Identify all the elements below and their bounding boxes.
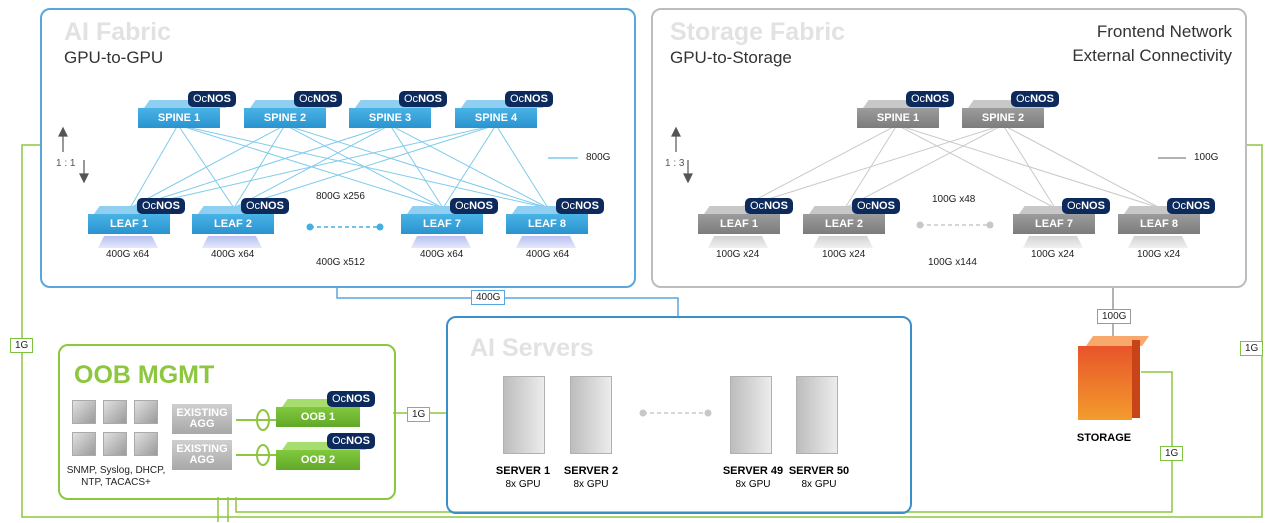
storage-downlink-label: 100G x144 [928,257,977,268]
server-49-gpu: 8x GPU [735,479,771,490]
server-50-icon[interactable] [796,376,838,454]
ocnos-badge: OcNOS [399,91,447,107]
ai-downlink-label: 400G x512 [316,257,365,268]
ai-spine-4[interactable]: SPINE 4 [455,100,549,128]
ai-uplink-label: 800G x256 [316,191,365,202]
ai-leaf-7[interactable]: LEAF 7 [401,206,495,234]
storage-fabric-panel [651,8,1247,288]
storage-fabric-title: Storage Fabric [670,18,846,46]
oob-services-line2: NTP, TACACS+ [81,477,151,488]
storage-leaf-8[interactable]: LEAF 8 [1118,206,1212,234]
ai-fabric-ratio: 1 : 1 [56,158,76,169]
storage-spine-2[interactable]: SPINE 2 [962,100,1056,128]
ocnos-badge: OcNOS [188,91,236,107]
storage-1g-label: 1G [1160,446,1184,461]
ai-spine-1[interactable]: SPINE 1 [138,100,232,128]
ocnos-badge: OcNOS [294,91,342,107]
server-50-name: SERVER 50 [788,465,850,477]
ai-fabric-mesh [129,124,549,209]
storage-fabric-legend: 100G [1194,152,1219,163]
ocnos-badge: OcNOS [450,198,498,214]
ai-leaf-8-cap: 400G x64 [526,249,570,260]
storage-uplink-label: 100G x48 [932,194,976,205]
server-2-icon[interactable] [570,376,612,454]
ai-fabric-panel [40,8,636,288]
left-1g-label: 1G [10,338,34,353]
ai-leaf-2-cap: 400G x64 [211,249,255,260]
ai-spine-2[interactable]: SPINE 2 [244,100,338,128]
service-cube-icon [103,432,127,456]
ocnos-badge: OcNOS [745,198,793,214]
storage-leaf-7-cap: 100G x24 [1031,249,1075,260]
storage-spine-1[interactable]: SPINE 1 [857,100,951,128]
storage-leaf-2[interactable]: LEAF 2 [803,206,897,234]
ocnos-badge: OcNOS [1167,198,1215,214]
service-cube-icon [72,432,96,456]
ai-fabric-subtitle: GPU-to-GPU [64,48,164,67]
storage-label: STORAGE [1076,432,1132,444]
storage-leaf-2-cap: 100G x24 [822,249,866,260]
server-49-name: SERVER 49 [722,465,784,477]
service-cube-icon [134,400,158,424]
external-connectivity-title: External Connectivity [1072,46,1232,65]
service-cube-icon [72,400,96,424]
storage-leaf-8-cap: 100G x24 [1137,249,1181,260]
ocnos-badge: OcNOS [906,91,954,107]
server-49-icon[interactable] [730,376,772,454]
fabric-servers-link-label: 400G [471,290,506,305]
ai-servers-panel [446,316,912,514]
oob-services-line1: SNMP, Syslog, DHCP, [66,465,166,476]
storage-icon[interactable] [1078,336,1150,420]
ocnos-badge: OcNOS [556,198,604,214]
storage-leaf-1[interactable]: LEAF 1 [698,206,792,234]
server-1-icon[interactable] [503,376,545,454]
storage-leaf-1-cap: 100G x24 [716,249,760,260]
ai-leaf-1[interactable]: LEAF 1 [88,206,182,234]
ocnos-badge: OcNOS [852,198,900,214]
service-cube-icon [134,432,158,456]
storage-fabric-ratio: 1 : 3 [665,158,685,169]
storage-fabric-mesh [739,124,1161,209]
ocnos-badge: OcNOS [241,198,289,214]
right-1g-label: 1G [1240,341,1264,356]
ai-spine-3[interactable]: SPINE 3 [349,100,443,128]
ocnos-badge: OcNOS [137,198,185,214]
storage-fabric-subtitle: GPU-to-Storage [670,48,792,67]
oob-mgmt-title: OOB MGMT [74,361,215,389]
ocnos-badge: OcNOS [327,433,375,449]
ocnos-badge: OcNOS [505,91,553,107]
frontend-network-title: Frontend Network [1096,22,1232,41]
ocnos-badge: OcNOS [1062,198,1110,214]
oob-switch-2[interactable]: OOB 2 [276,442,372,470]
oob-servers-1g-label: 1G [407,407,431,422]
ocnos-badge: OcNOS [1011,91,1059,107]
ai-leaf-1-cap: 400G x64 [106,249,150,260]
storage-leaf-7[interactable]: LEAF 7 [1013,206,1107,234]
storage-link-label: 100G [1097,309,1132,324]
ai-leaf-2[interactable]: LEAF 2 [192,206,286,234]
server-1-gpu: 8x GPU [505,479,541,490]
ai-leaf-8[interactable]: LEAF 8 [506,206,600,234]
ai-fabric-title: AI Fabric [64,18,171,46]
ai-fabric-legend: 800G [586,152,611,163]
server-1-name: SERVER 1 [495,465,551,477]
oob-switch-1[interactable]: OOB 1 [276,399,372,427]
service-cube-icon [103,400,127,424]
oob-mgmt-panel [58,344,396,500]
server-50-gpu: 8x GPU [801,479,837,490]
ai-leaf-7-cap: 400G x64 [420,249,464,260]
ai-servers-title: AI Servers [470,334,594,362]
server-2-gpu: 8x GPU [573,479,609,490]
server-2-name: SERVER 2 [563,465,619,477]
ocnos-badge: OcNOS [327,391,375,407]
